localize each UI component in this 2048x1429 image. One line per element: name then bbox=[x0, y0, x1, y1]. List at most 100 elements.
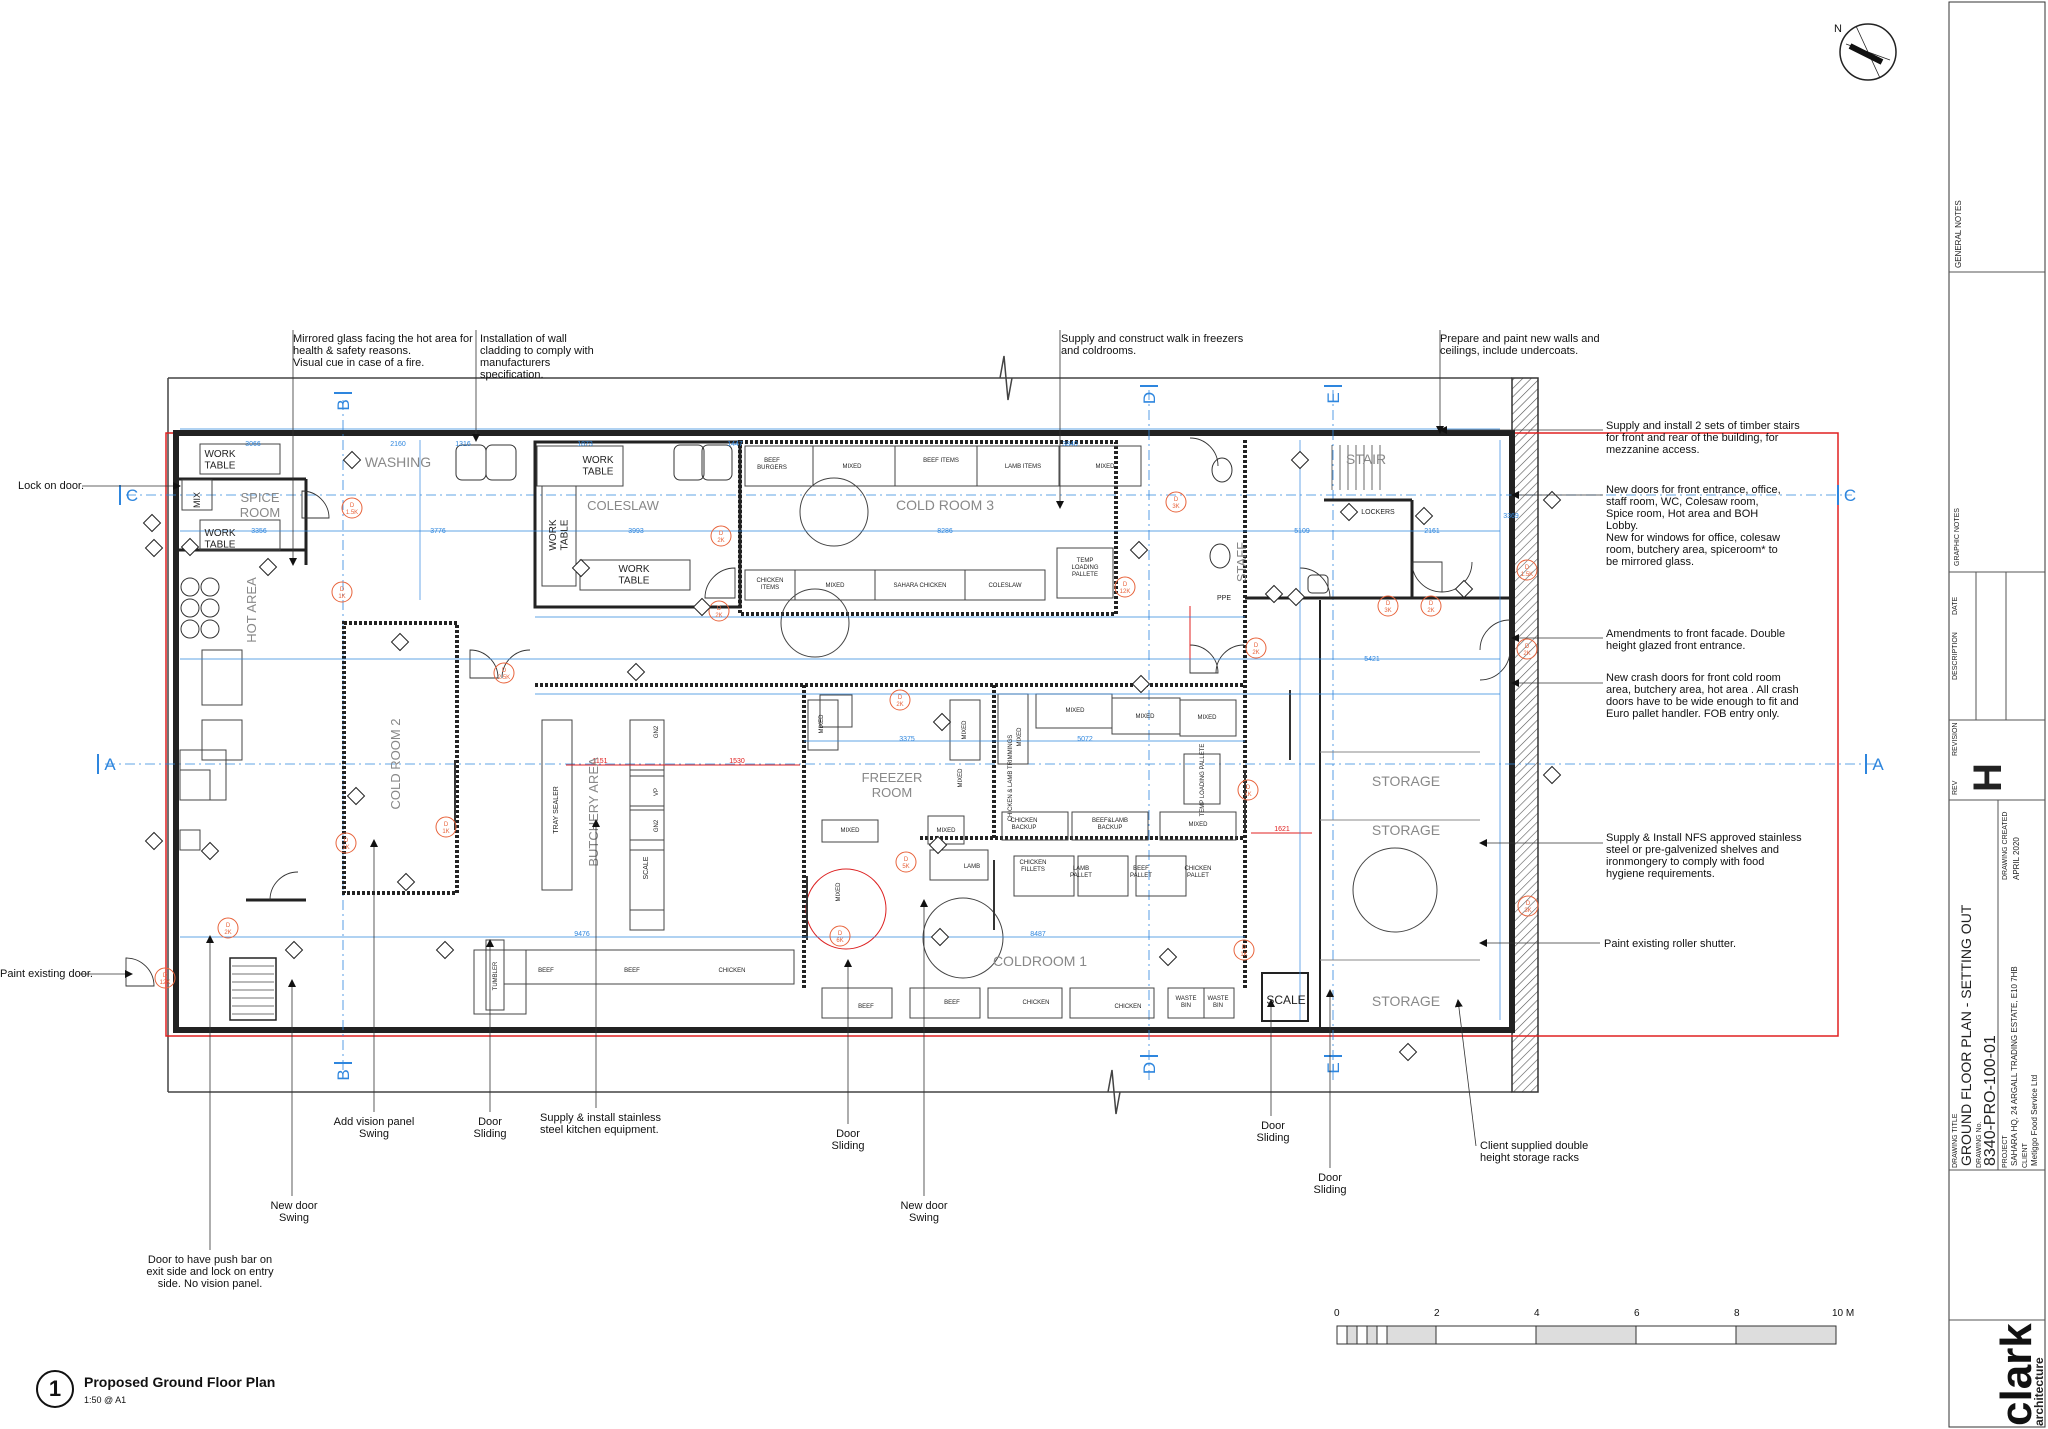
note-door-sliding-1: Door Sliding bbox=[473, 1116, 507, 1140]
sinks bbox=[455, 444, 1329, 594]
drawing-created-date: APRIL 2020 bbox=[2012, 837, 2021, 880]
door-swings bbox=[125, 437, 1511, 987]
chicken-lamb-trimmings-label: CHICKEN & LAMB TRIMMINGS bbox=[1008, 735, 1014, 822]
shelf-mixed-fr-6: MIXED bbox=[1135, 714, 1155, 720]
gn2-label-2: GN2 bbox=[654, 819, 660, 832]
room-label-coldroom-1: COLDROOM 1 bbox=[993, 953, 1087, 969]
keynote-diamond-11 bbox=[571, 558, 591, 578]
grid-bubble-a-right: A bbox=[1872, 755, 1884, 774]
door-tag-staff-2-ring bbox=[1377, 595, 1399, 617]
mix-label: MIX bbox=[192, 492, 202, 508]
internal-walls bbox=[176, 440, 1512, 1030]
shelf-mixed-fr-5: MIXED bbox=[1065, 708, 1085, 714]
door-tag-spice-ring bbox=[341, 497, 363, 519]
keynote-diamond-4 bbox=[390, 632, 410, 652]
project-name: SAHARA HQ, 24 ARGALL TRADING ESTATE, E10… bbox=[2010, 966, 2019, 1166]
scale-label-8: 8 bbox=[1734, 1308, 1740, 1319]
dim-1621: 1621 bbox=[1274, 826, 1290, 833]
shelf-sahara-chicken: SAHARA CHICKEN bbox=[893, 583, 946, 589]
door-tag-exit-ring bbox=[154, 967, 176, 989]
door-tag-coleslaw-ring bbox=[710, 525, 732, 547]
dim-3840: 3840 bbox=[1062, 441, 1078, 448]
door-tag-front-1-ring bbox=[1516, 638, 1538, 660]
door-tag-front-2-ring bbox=[1516, 559, 1538, 581]
door-tag-cr1-2-ring bbox=[1233, 939, 1255, 961]
dim-1316: 1316 bbox=[455, 441, 471, 448]
svg-text:N: N bbox=[1834, 23, 1842, 35]
note-paint-door: Paint existing door. bbox=[0, 968, 93, 980]
shelf-beef-butchery-2: BEEF bbox=[624, 968, 640, 974]
keynote-diamond-3 bbox=[142, 513, 162, 533]
note-leader-21 bbox=[1454, 999, 1477, 1147]
door-tag-staff-3-ring bbox=[1420, 595, 1442, 617]
project-heading: PROJECT bbox=[2002, 1135, 2009, 1168]
general-notes-heading: GENERAL NOTES bbox=[1954, 200, 1963, 268]
keynote-diamond-14 bbox=[1129, 540, 1149, 560]
grid-bubble-b-top: B bbox=[334, 399, 353, 410]
rev-heading: REV bbox=[1952, 780, 1959, 795]
shelf-mixed-fr-2: MIXED bbox=[958, 768, 964, 788]
keynote-diamond-19 bbox=[1454, 579, 1474, 599]
drawing-title: GROUND FLOOR PLAN - SETTING OUT bbox=[1958, 904, 1974, 1166]
keynote-diamond-22 bbox=[928, 835, 948, 855]
note-roller-shutter: Paint existing roller shutter. bbox=[1604, 938, 1737, 950]
dim-1873: 1873 bbox=[577, 441, 593, 448]
shelf-beef-items: BEEF ITEMS bbox=[923, 458, 959, 464]
tumbler-label: TUMBLER bbox=[493, 961, 499, 990]
door-tag-wash-ring bbox=[1165, 491, 1187, 513]
revision-heading: REVISION bbox=[1952, 722, 1959, 756]
door-tag-cr2-1-ring bbox=[335, 832, 357, 854]
shelf-coleslaw: COLESLAW bbox=[988, 583, 1021, 589]
keynote-diamond-20 bbox=[1264, 584, 1284, 604]
door-tag-cr3-2-ring bbox=[708, 600, 730, 622]
shelf-beef-cr1-2: BEEF bbox=[944, 1000, 960, 1006]
door-tag-cr3-ring bbox=[1114, 576, 1136, 598]
keynote-diamond-27 bbox=[1158, 947, 1178, 967]
note-door-sliding-4: Door Sliding bbox=[1313, 1172, 1347, 1196]
keynote-diamond-8 bbox=[200, 841, 220, 861]
client-name: Metiggo Food Service Ltd bbox=[2030, 1074, 2039, 1166]
keynote-diamond-12 bbox=[692, 597, 712, 617]
dim-8487: 8487 bbox=[1030, 931, 1046, 938]
keynote-diamond-1 bbox=[180, 537, 200, 557]
scale-box-label: SCALE bbox=[1266, 993, 1305, 1007]
room-label-washing: WASHING bbox=[365, 454, 431, 470]
keynote-diamond-13 bbox=[626, 662, 646, 682]
door-tag-hot-2-ring bbox=[493, 662, 515, 684]
logo-subtitle: architecture bbox=[2032, 1357, 2046, 1426]
keynote-diamond-28 bbox=[144, 538, 164, 558]
keynote-diamond-10 bbox=[435, 940, 455, 960]
sheet-number: 1 bbox=[36, 1370, 74, 1408]
keynote-diamond-5 bbox=[346, 786, 366, 806]
grid-bubble-e-top: E bbox=[1324, 392, 1343, 403]
dim-5421: 5421 bbox=[1364, 656, 1380, 663]
dim-3375: 3375 bbox=[899, 736, 915, 743]
door-tag-stair-ring bbox=[217, 917, 239, 939]
work-table-4: WORKTABLE bbox=[548, 519, 571, 550]
cooker-rings bbox=[180, 577, 220, 639]
room-label-staff: STAFF bbox=[1234, 542, 1249, 582]
keynote-diamond-25 bbox=[1131, 674, 1151, 694]
room-label-coleslaw: COLESLAW bbox=[587, 498, 659, 513]
tray-sealer-label: TRAY SEALER bbox=[553, 786, 560, 834]
note-timber-stairs: Supply and install 2 sets of timber stai… bbox=[1606, 420, 1800, 456]
note-lock-on-door: Lock on door. bbox=[18, 480, 85, 492]
dim-5072: 5072 bbox=[1077, 736, 1093, 743]
